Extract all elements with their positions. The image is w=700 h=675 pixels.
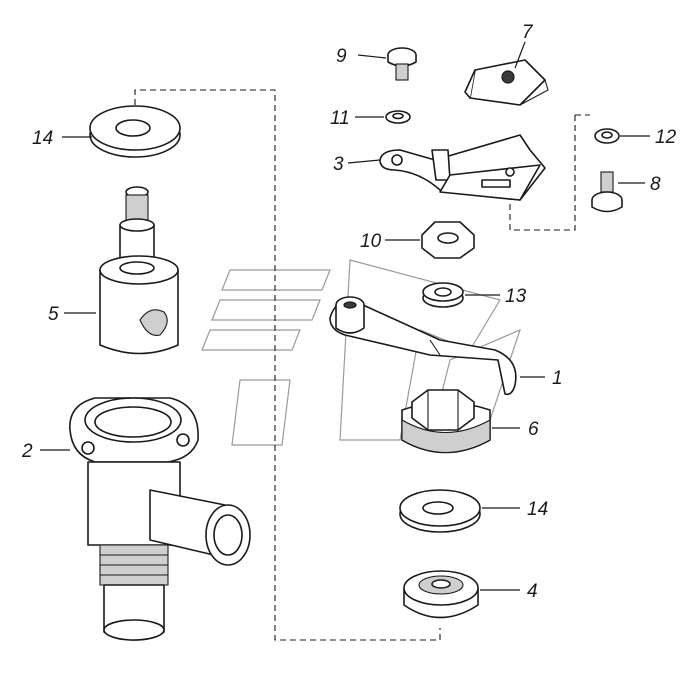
- part-14-washer-top: [89, 105, 181, 158]
- callout-5: 5: [48, 304, 59, 325]
- callout-12: 12: [655, 127, 677, 148]
- part-13-spacer: [422, 282, 464, 308]
- callout-6: 6: [528, 419, 539, 440]
- callout-10: 10: [360, 231, 382, 252]
- callout-2: 2: [21, 441, 33, 462]
- part-14-washer-bottom: [399, 489, 481, 533]
- callout-1: 1: [552, 368, 563, 389]
- callout-4: 4: [527, 581, 538, 602]
- part-4-seal-disc: [403, 570, 479, 619]
- callout-13: 13: [505, 286, 527, 307]
- part-1-lever: [329, 296, 517, 396]
- leader-lines: [40, 41, 650, 591]
- assembly-bracket-lines: [134, 89, 590, 641]
- part-2-valve-body: [69, 397, 251, 641]
- part-3-bracket: [379, 134, 546, 201]
- part-11-small-washer: [385, 110, 411, 124]
- callout-8: 8: [650, 174, 661, 195]
- part-5-valve-plug: [99, 186, 179, 355]
- callout-11: 11: [330, 108, 350, 129]
- callout-14-bottom: 14: [527, 499, 548, 520]
- part-9-screw: [387, 47, 417, 81]
- part-8-bolt: [591, 171, 623, 213]
- callout-labels: 14 5 2 9 7 11 3 12 8 10 13 1 6 14 4: [21, 22, 677, 602]
- callout-7: 7: [522, 22, 534, 43]
- part-6-hex-cap: [401, 389, 491, 454]
- part-12-washer: [594, 128, 620, 144]
- part-7-clip: [464, 59, 549, 106]
- callout-3: 3: [333, 154, 344, 175]
- callout-9: 9: [336, 46, 347, 67]
- part-10-hex-nut: [421, 221, 475, 259]
- callout-14-top: 14: [32, 128, 53, 149]
